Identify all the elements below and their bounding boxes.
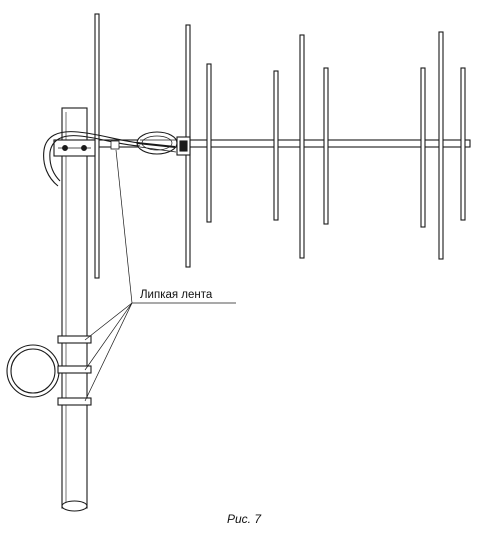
cable-loop (6, 344, 60, 398)
callout-label: Липкая лента (140, 289, 213, 301)
coax-cable (43, 131, 141, 187)
callout-leaders (84, 149, 236, 402)
director-elements (206, 31, 466, 260)
feed-box (136, 131, 191, 156)
boom-mast-clamp (53, 139, 96, 157)
mast-pipe (61, 107, 88, 512)
reflector-element (94, 13, 100, 279)
tape-bands (57, 140, 120, 406)
figure-caption: Рис. 7 (227, 512, 262, 526)
